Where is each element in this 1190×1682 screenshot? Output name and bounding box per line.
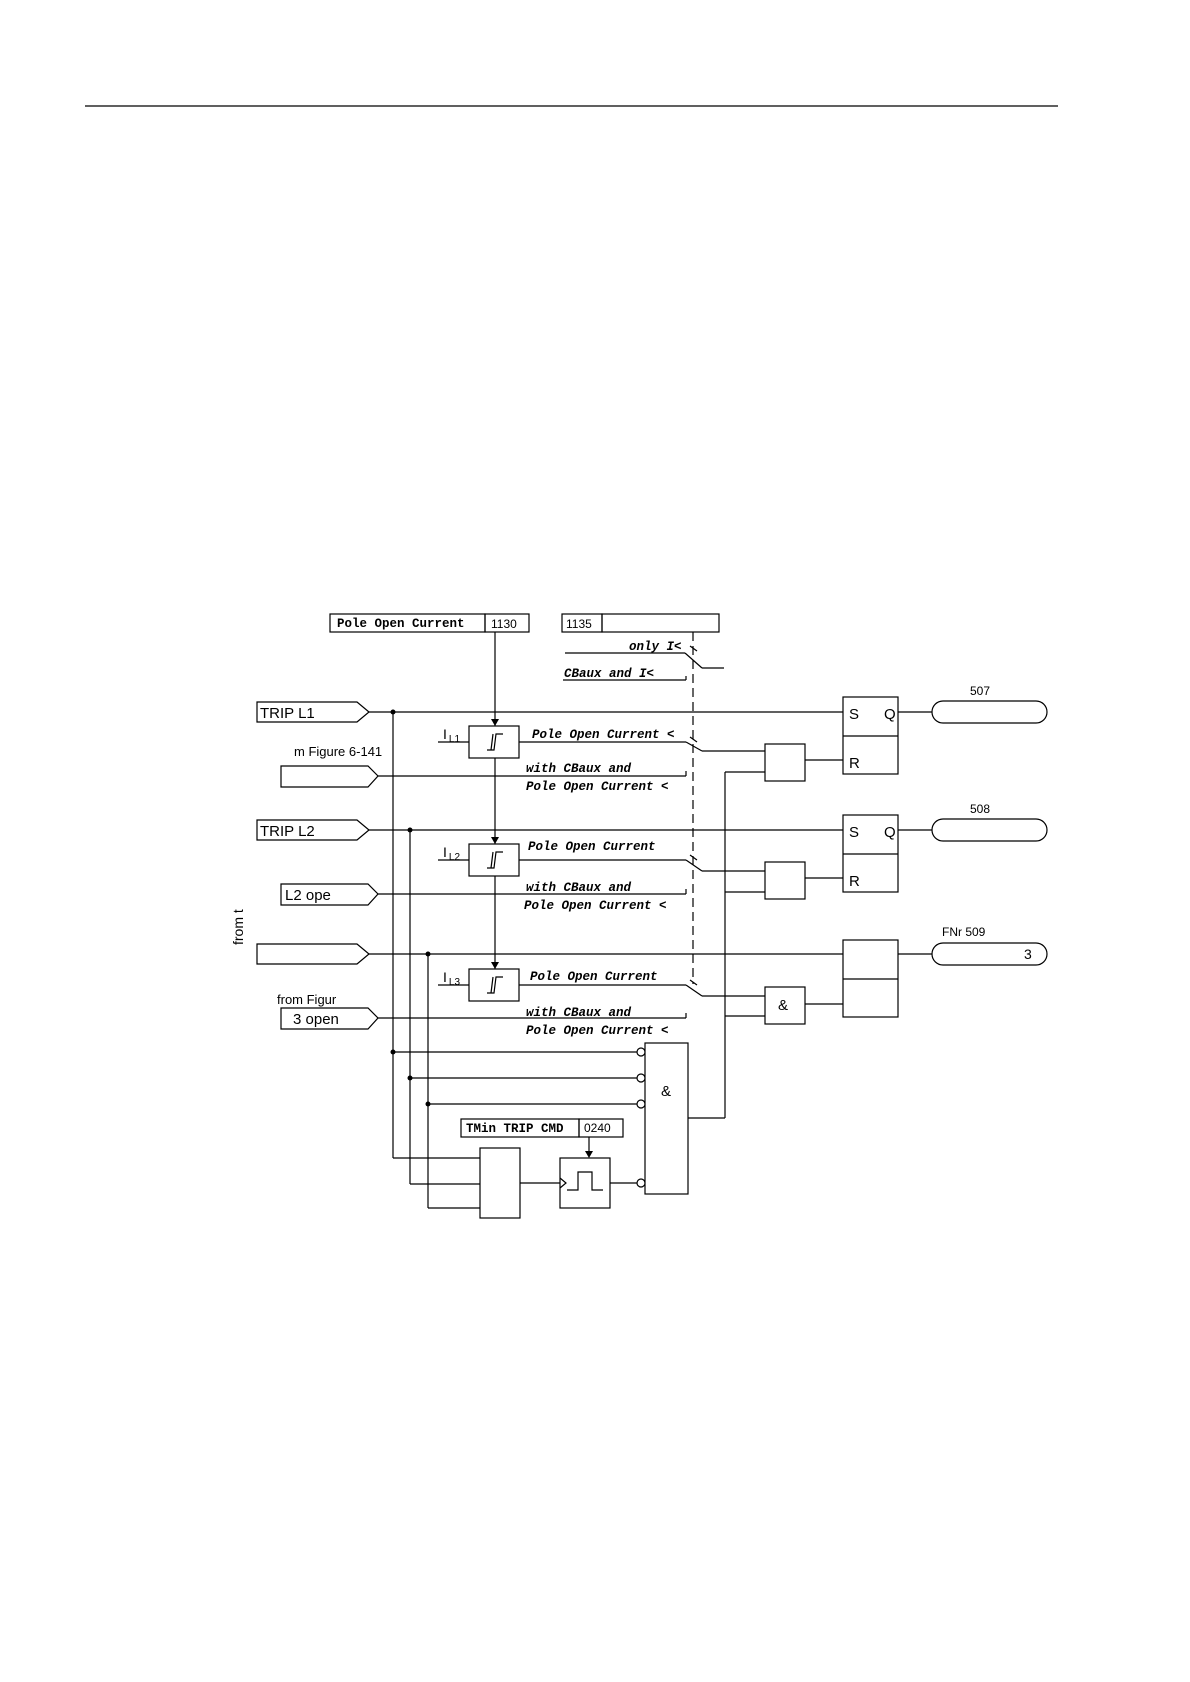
- setting-1130-addr: 1130: [491, 617, 517, 631]
- pulse-block-tmin: [559, 1157, 611, 1209]
- threshold-block-l2: [468, 843, 520, 877]
- switch-l1-poc-label: Pole Open Current <: [532, 728, 675, 742]
- or-gate-l2: [764, 861, 806, 900]
- and-gate-main: [644, 1042, 689, 1195]
- mode-option-cbaux: CBaux and I<: [564, 667, 654, 681]
- switch-l3-poc-label: Pole Open Current: [530, 970, 658, 984]
- and-gate-main-label: &: [661, 1083, 671, 1100]
- setting-1135-addr: 1135: [566, 617, 592, 631]
- switch-l3-cbaux-label: with CBaux and: [526, 1006, 632, 1020]
- ff508-r: R: [849, 873, 860, 890]
- input-trip-l2-label: TRIP L2: [260, 823, 315, 840]
- input-l3-open: [280, 1007, 379, 1030]
- switch-l1-cbaux-label: with CBaux and: [526, 762, 632, 776]
- ff507-r: R: [849, 755, 860, 772]
- output-509: [931, 942, 1048, 966]
- setting-1130-box: [484, 613, 530, 633]
- and-gate-l3-label: &: [778, 997, 788, 1014]
- setting-tmin-label: TMin TRIP CMD: [466, 1122, 564, 1136]
- input-trip-l1: [256, 701, 370, 723]
- or-gate-l1: [764, 743, 806, 782]
- note-from-figur: from Figur: [277, 992, 337, 1007]
- output-508-fnr: 508: [970, 802, 990, 816]
- input-l3-open-label: 3 open: [293, 1011, 339, 1028]
- switch-l1-poc2-label: Pole Open Current <: [526, 780, 669, 794]
- input-l2-open: [280, 883, 379, 906]
- mode-option-only-i: only I<: [629, 640, 682, 654]
- switch-l3-poc2-label: Pole Open Current <: [526, 1024, 669, 1038]
- output-509-fnr: FNr 509: [942, 925, 986, 939]
- output-507: [931, 700, 1048, 724]
- or-block-bottom: [479, 1147, 521, 1219]
- switch-l2-poc2-label: Pole Open Current <: [524, 899, 667, 913]
- switch-l2-cbaux-label: with CBaux and: [526, 881, 632, 895]
- output-507-fnr: 507: [970, 684, 990, 698]
- setting-0240-addr: 0240: [584, 1121, 611, 1135]
- and-gate-l3: [764, 986, 806, 1025]
- ff508-q: Q: [884, 824, 896, 841]
- setting-0240-box: [578, 1118, 624, 1138]
- setting-pole-open-current-label: Pole Open Current: [337, 617, 465, 631]
- input-trip-l1-label: TRIP L1: [260, 705, 315, 722]
- input-trip-l3: [256, 943, 370, 965]
- note-fig141: m Figure 6-141: [294, 744, 382, 759]
- output-508: [931, 818, 1048, 842]
- input-l2-open-label: L2 ope: [285, 887, 331, 904]
- threshold-block-l1: [468, 725, 520, 759]
- threshold-block-l3: [468, 968, 520, 1002]
- side-label-from: from t: [230, 909, 246, 945]
- input-trip-l2: [256, 819, 370, 841]
- ff507-s: S: [849, 706, 859, 723]
- setting-1135-value-box: [601, 613, 720, 633]
- switch-l2-poc-label: Pole Open Current: [528, 840, 656, 854]
- ff508-s: S: [849, 824, 859, 841]
- ff507-q: Q: [884, 706, 896, 723]
- input-l1-open: [280, 765, 379, 788]
- output-509-text: 3: [1024, 946, 1032, 962]
